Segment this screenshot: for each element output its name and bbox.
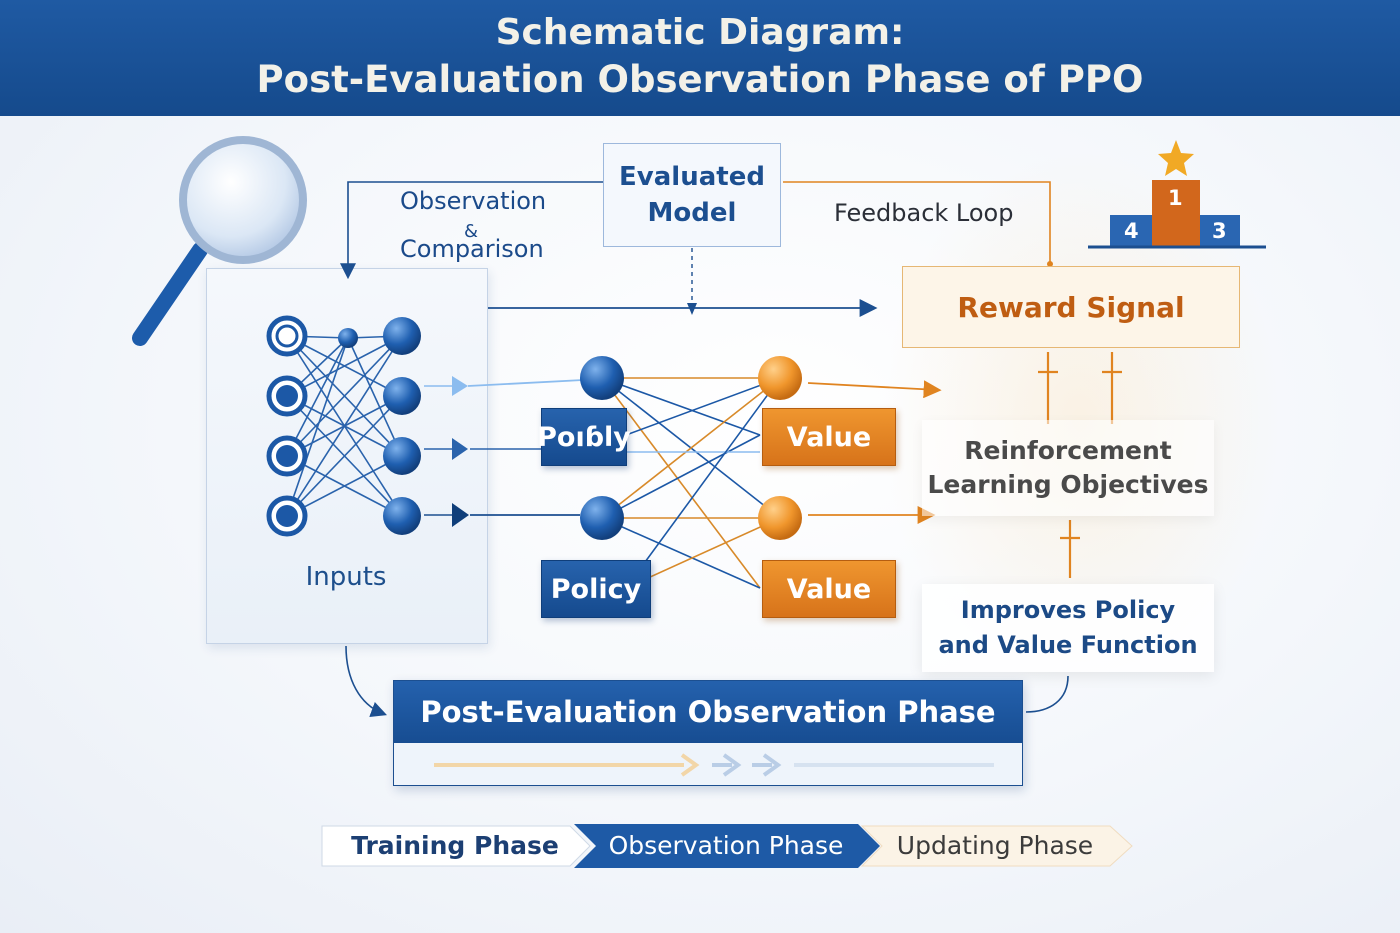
observation-phase-title: Post-Evaluation Observation Phase (394, 681, 1022, 743)
title-line-2: Post-Evaluation Observation Phase of PPO (256, 58, 1144, 101)
evaluated-model-line-1: Evaluated (619, 162, 765, 192)
observation-line-1: Observation (400, 187, 547, 215)
policy-box-bottom: Policy (541, 560, 651, 618)
improves-line-1: Improves Policy (960, 596, 1176, 624)
observation-comparison-label: Observation & Comparison (400, 187, 547, 263)
step-training-phase: Training Phase (351, 830, 559, 860)
step-updating-phase: Updating Phase (896, 830, 1094, 860)
podium-third: 3 (1212, 219, 1227, 243)
observation-phase-box: Post-Evaluation Observation Phase (393, 680, 1023, 786)
policy-value-nodes (580, 356, 802, 540)
improves-policy-box: Improves Policy and Value Function (922, 584, 1214, 672)
step-observation-phase: Observation Phase (608, 830, 844, 860)
value-box-top: Value (762, 408, 896, 466)
rl-line-2: Learning Objectives (927, 470, 1209, 499)
podium-icon (1088, 140, 1266, 249)
reward-signal-box: Reward Signal (902, 266, 1240, 348)
observation-line-2: Comparison (400, 235, 544, 263)
title-line-1: Schematic Diagram: (495, 12, 905, 53)
title-banner: Schematic Diagram: Post-Evaluation Obser… (0, 0, 1400, 116)
improves-line-2: and Value Function (938, 631, 1198, 659)
rl-objectives-box: Reinforcement Learning Objectives (922, 420, 1214, 516)
rl-line-1: Reinforcement (964, 436, 1172, 465)
evaluated-model-line-2: Model (647, 198, 737, 228)
feedback-loop-label: Feedback Loop (834, 199, 1014, 227)
input-network (286, 335, 403, 517)
policy-value-network (601, 377, 781, 589)
magnifier-icon (132, 136, 307, 346)
inputs-label: Inputs (305, 562, 387, 592)
phase-steps: Training Phase Observation Phase Updatin… (320, 822, 1140, 868)
observation-ampersand: & (464, 221, 479, 242)
evaluated-model-box: Evaluated Model (603, 143, 781, 247)
podium-second: 4 (1124, 219, 1139, 243)
phase-progress-arrows (434, 753, 994, 777)
phase-steps-chevrons (321, 824, 1133, 868)
policy-box-top: Poıɓly (537, 408, 631, 466)
value-box-bottom: Value (762, 560, 896, 618)
podium-first: 1 (1168, 186, 1183, 210)
input-nodes (266, 315, 421, 537)
